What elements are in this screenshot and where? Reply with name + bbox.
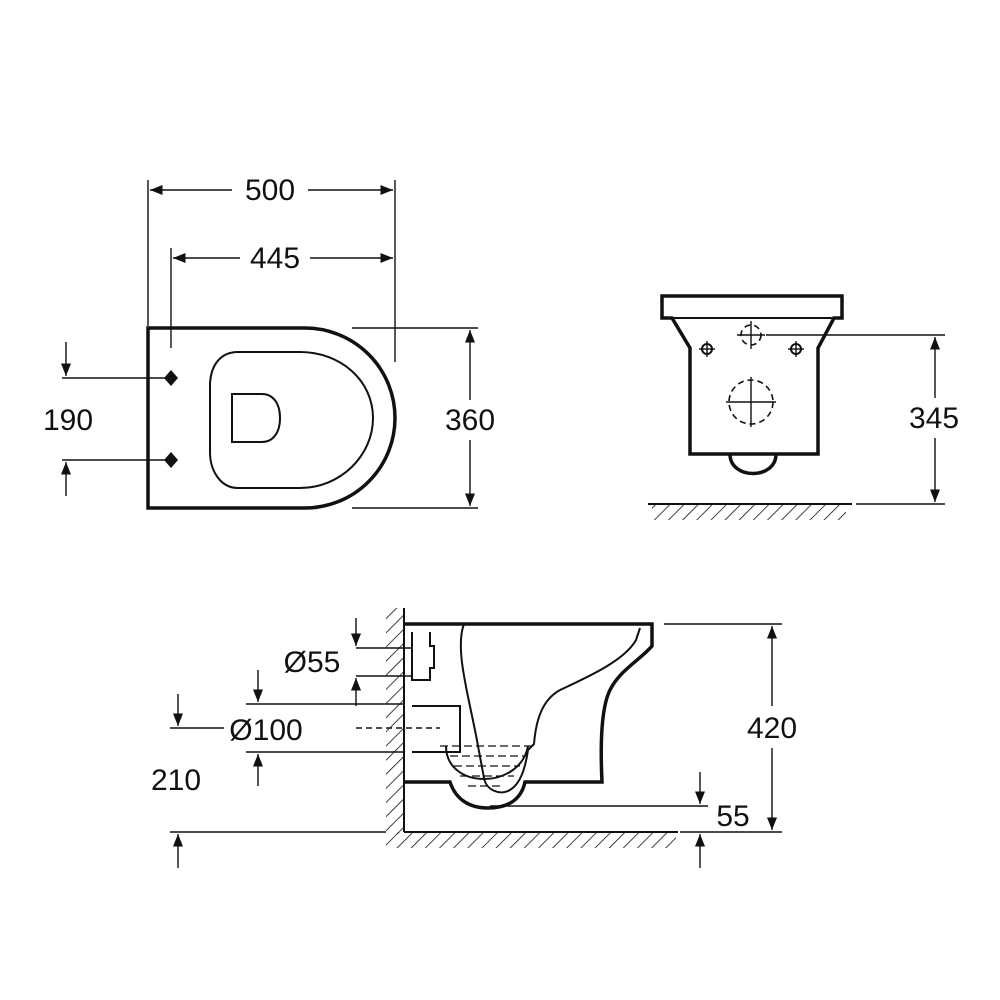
dim-depth: 360	[445, 404, 495, 437]
top-view: 500 445 190 360	[43, 174, 495, 510]
dim-base-clearance: 55	[716, 800, 749, 833]
fixing-hole-icon	[164, 370, 178, 468]
floor-hatch	[386, 832, 676, 848]
side-view: Ø55 Ø100 210 420 55	[151, 608, 797, 868]
inlet-fitting	[411, 632, 435, 681]
wall-hatch	[386, 608, 404, 834]
dim-inner-width: 445	[250, 242, 300, 275]
dim-inlet-diameter: Ø55	[284, 646, 341, 679]
dim-fixing-height: 345	[909, 402, 959, 435]
floor-hatch	[652, 504, 846, 520]
dim-outlet-height: 210	[151, 764, 201, 797]
bowl-outline-side	[404, 622, 654, 810]
bowl-outline-front	[660, 294, 844, 456]
dim-bowl-height: 420	[747, 712, 797, 745]
water-level	[440, 745, 532, 787]
fixing-hole-icon	[699, 341, 804, 357]
dim-outlet-diameter: Ø100	[229, 714, 302, 747]
bowl-outline-top	[146, 326, 397, 510]
dim-fixing-spacing: 190	[43, 404, 93, 437]
flush-opening	[231, 393, 282, 443]
dim-overall-width: 500	[245, 174, 295, 207]
seat-opening	[209, 351, 375, 489]
front-view: 345	[648, 294, 959, 520]
outlet-fitting	[412, 705, 461, 753]
